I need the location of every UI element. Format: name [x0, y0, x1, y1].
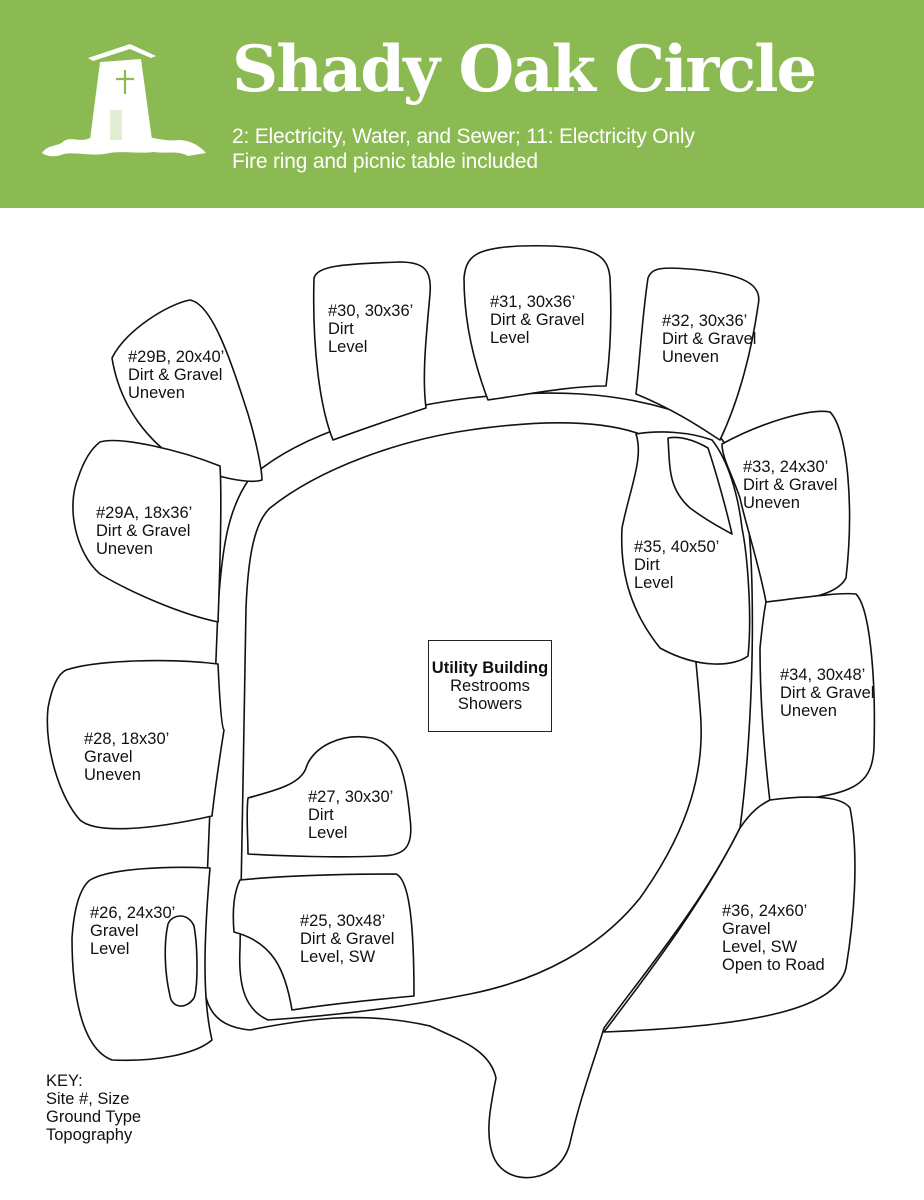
site-25-outline: [232, 873, 415, 1011]
site-30-outline: [312, 261, 432, 441]
utility-building-showers: Showers: [457, 695, 523, 713]
site-33-outline: [721, 410, 851, 603]
site-36-outline: [603, 796, 856, 1033]
campground-map: #29B, 20x40’ Dirt & Gravel Uneven #30, 3…: [0, 208, 924, 1200]
subtitle-hookups: 2: Electricity, Water, and Sewer; 11: El…: [232, 125, 695, 148]
utility-building-restrooms: Restrooms: [450, 677, 530, 695]
map-key: KEY: Site #, Size Ground Type Topography: [46, 1072, 141, 1144]
site-28-outline: [46, 659, 225, 830]
utility-building-name: Utility Building: [431, 659, 549, 677]
key-line-site-size: Site #, Size: [46, 1090, 130, 1108]
site-33-label[interactable]: #33, 24x30’ Dirt & Gravel Uneven: [743, 458, 838, 512]
site-29a-label[interactable]: #29A, 18x36’ Dirt & Gravel Uneven: [96, 504, 193, 558]
site-27-label[interactable]: #27, 30x30’ Dirt Level: [308, 788, 394, 842]
utility-building[interactable]: Utility Building Restrooms Showers: [428, 640, 552, 732]
site-31-outline: [463, 244, 612, 401]
site-27-outline: [246, 736, 412, 858]
key-line-ground-type: Ground Type: [46, 1108, 142, 1126]
site-26-inner-outline: [164, 915, 198, 1007]
site-31-label[interactable]: #31, 30x36’ Dirt & Gravel Level: [490, 293, 585, 347]
site-32-label[interactable]: #32, 30x36’ Dirt & Gravel Uneven: [662, 312, 757, 366]
key-heading: KEY:: [46, 1072, 83, 1090]
site-28-label[interactable]: #28, 18x30’ Gravel Uneven: [84, 730, 170, 784]
subtitle-amenities: Fire ring and picnic table included: [232, 150, 538, 173]
page-title: Shady Oak Circle: [232, 32, 817, 107]
key-line-topography: Topography: [46, 1126, 133, 1144]
header-banner: Shady Oak Circle 2: Electricity, Water, …: [0, 0, 924, 208]
site-30-label[interactable]: #30, 30x36’ Dirt Level: [328, 302, 414, 356]
site-29a-outline: [72, 439, 222, 623]
map-outlines: [46, 244, 876, 1179]
site-35-label[interactable]: #35, 40x50’ Dirt Level: [634, 538, 720, 592]
site-35-inner-outline: [667, 436, 733, 535]
site-26-label[interactable]: #26, 24x30’ Gravel Level: [90, 904, 176, 958]
site-29b-label[interactable]: #29B, 20x40’ Dirt & Gravel Uneven: [128, 348, 225, 402]
site-32-outline: [635, 267, 760, 441]
tower-with-cross-icon: [42, 44, 206, 157]
site-25-label[interactable]: #25, 30x48’ Dirt & Gravel Level, SW: [300, 912, 395, 966]
site-36-label[interactable]: #36, 24x60’ Gravel Level, SW Open to Roa…: [722, 902, 825, 974]
site-34-label[interactable]: #34, 30x48’ Dirt & Gravel Uneven: [780, 666, 875, 720]
site-34-outline: [759, 592, 876, 803]
